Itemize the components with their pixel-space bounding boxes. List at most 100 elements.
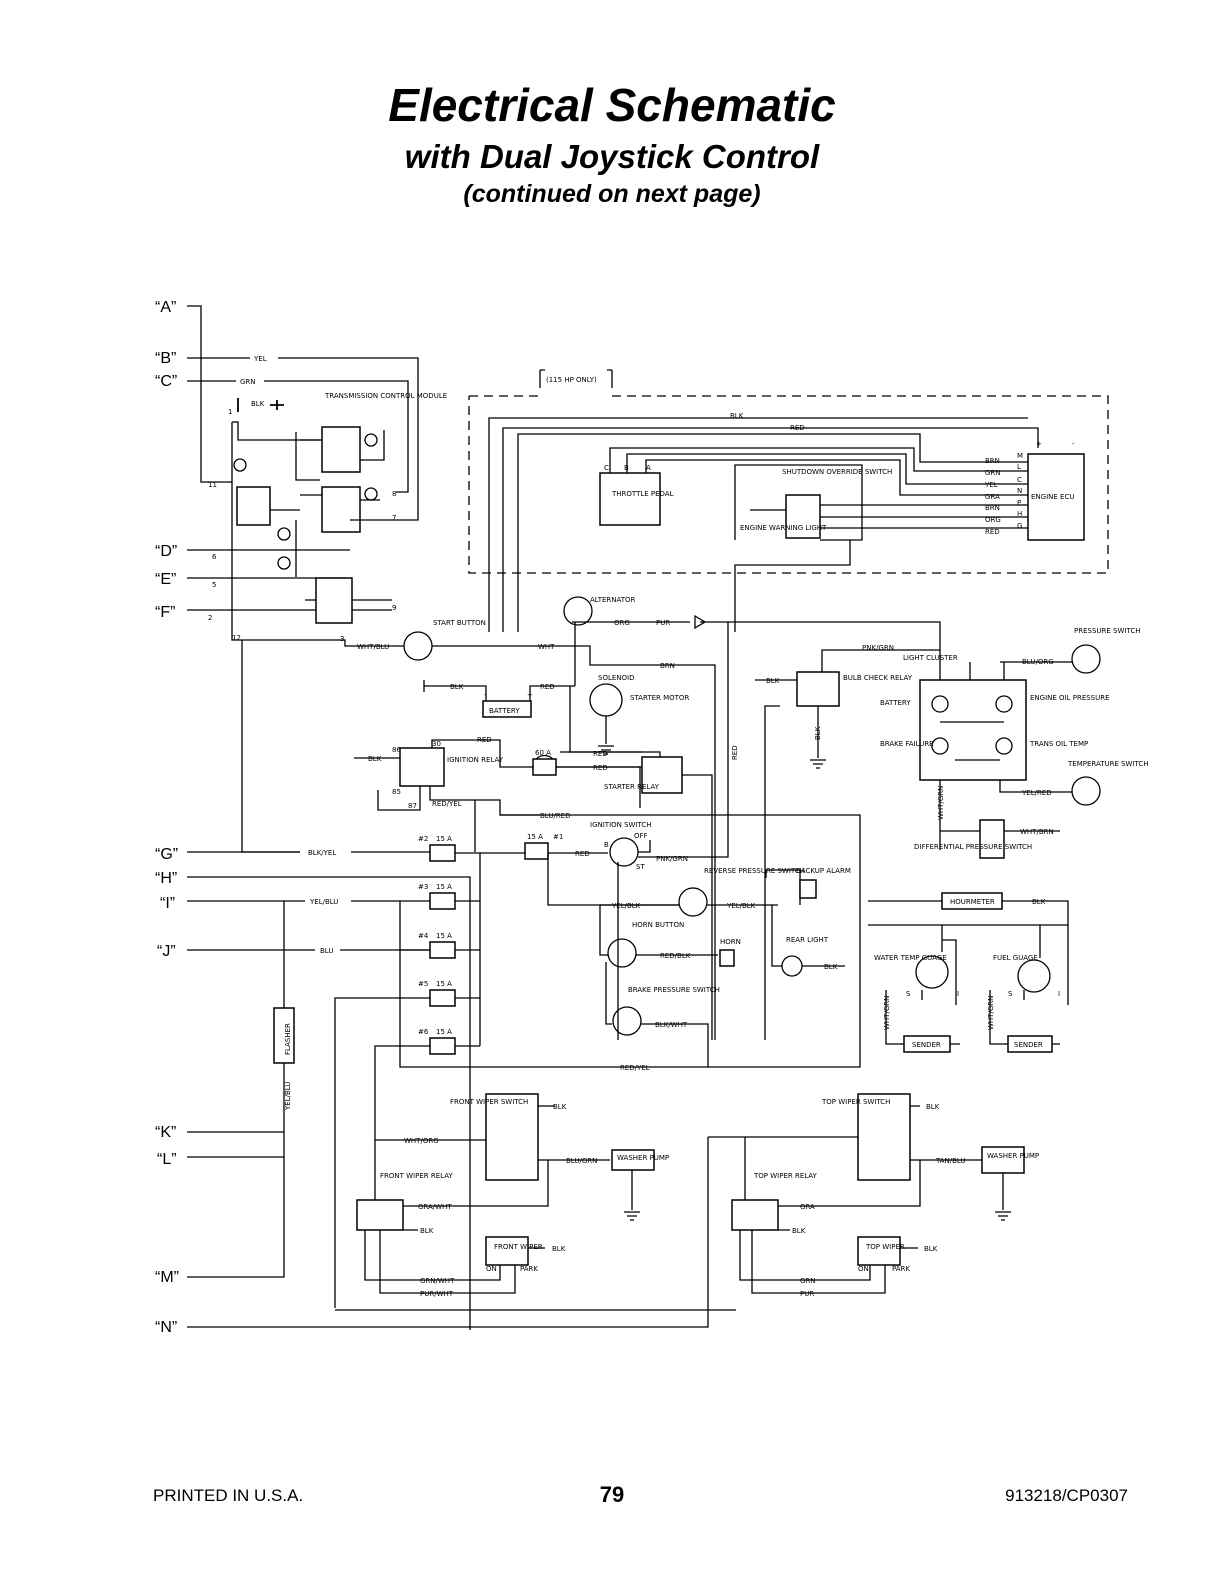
document-number: 913218/CP0307 bbox=[1005, 1486, 1128, 1505]
wire-label: PUR/WHT bbox=[420, 1290, 454, 1298]
top-wiper-relay-label: TOP WIPER RELAY bbox=[753, 1172, 818, 1180]
wire-label: BLU/RED bbox=[540, 812, 571, 820]
wire-label: BLU/GRN bbox=[566, 1157, 597, 1165]
fuse-6-rating: 15 A bbox=[436, 1028, 452, 1036]
pin-i: I bbox=[957, 990, 959, 998]
pin-5: 5 bbox=[212, 581, 216, 589]
ignition-st: ST bbox=[636, 863, 645, 871]
wire-label: ORG bbox=[614, 619, 630, 627]
horn-button-label: HORN BUTTON bbox=[632, 921, 684, 929]
wire-label: BRN bbox=[985, 504, 1000, 512]
ignition-switch-label: IGNITION SWITCH bbox=[590, 821, 652, 829]
wire-label: GRN bbox=[985, 469, 1001, 477]
wire-label: WHT/ORG bbox=[404, 1137, 439, 1145]
fuse-4-num: #4 bbox=[418, 932, 429, 940]
reverse-pressure-label: REVERSE PRESSURE SWITCH bbox=[704, 867, 805, 875]
wire-label: RED/BLK bbox=[660, 952, 691, 960]
ecu-pin-n: N bbox=[1017, 487, 1022, 495]
wire-label: PNK/GRN bbox=[656, 855, 688, 863]
left-wiring bbox=[187, 305, 709, 1330]
connector-h: “H” bbox=[155, 870, 177, 887]
wire-label: RED bbox=[540, 683, 555, 691]
connector-c: “C” bbox=[155, 373, 177, 390]
wire-label: PNK/GRN bbox=[862, 644, 894, 652]
wire-label: RED bbox=[985, 528, 1000, 536]
connector-n: “N” bbox=[155, 1319, 177, 1336]
alternator-label: ALTERNATOR bbox=[590, 596, 636, 604]
sender-1-label: SENDER bbox=[912, 1041, 941, 1049]
starter-relay-label: STARTER RELAY bbox=[604, 783, 660, 791]
pin-11: 11 bbox=[208, 481, 217, 489]
front-wiper-relay-label: FRONT WIPER RELAY bbox=[380, 1172, 453, 1180]
pin-6: 6 bbox=[212, 553, 217, 561]
starting-circuit: ALTERNATOR START BUTTON BATTERY - + SOLE… bbox=[352, 596, 941, 1040]
front-wiper-label: FRONT WIPER bbox=[494, 1243, 543, 1251]
ignition-switch-cluster: IGNITION SWITCH OFF ST B REVERSE PRESSUR… bbox=[590, 622, 851, 1067]
fuse-5-num: #5 bbox=[418, 980, 428, 988]
connector-f: “F” bbox=[155, 604, 175, 621]
battery-label: BATTERY bbox=[489, 707, 520, 715]
ecu-label: ENGINE ECU bbox=[1031, 493, 1074, 501]
fuel-gauge-label: FUEL GUAGE bbox=[993, 954, 1038, 962]
sender-2-label: SENDER bbox=[1014, 1041, 1043, 1049]
fuse-3-num: #3 bbox=[418, 883, 428, 891]
wire-label: WHT/GRN bbox=[987, 996, 995, 1030]
hourmeter-label: HOURMETER bbox=[950, 898, 995, 906]
continued-note: (continued on next page) bbox=[463, 180, 761, 208]
top-park: PARK bbox=[892, 1265, 910, 1273]
ecu-pin-m: M bbox=[1017, 452, 1023, 460]
ignition-relay-circuit: IGNITION RELAY 86 30 85 87 60 A STARTER … bbox=[354, 739, 713, 1040]
wire-label: BLK bbox=[450, 683, 464, 691]
pin-s: S bbox=[906, 990, 911, 998]
ecu-pin-l: L bbox=[1017, 463, 1021, 471]
ignition-pin-b: B bbox=[604, 841, 609, 849]
wire-label: BLK bbox=[553, 1103, 567, 1111]
engine-box-115hp: (115 HP ONLY) THROTTLE PEDAL C B A ENGIN… bbox=[468, 369, 1109, 632]
bulb-check-label: BULB CHECK RELAY bbox=[843, 674, 913, 682]
wire-label: RED/YEL bbox=[432, 800, 462, 808]
pressure-switch-label: PRESSURE SWITCH bbox=[1074, 627, 1140, 635]
footer-printed: PRINTED IN U.S.A. bbox=[153, 1486, 304, 1505]
pin-3: 3 bbox=[340, 635, 344, 643]
connector-b: “B” bbox=[155, 350, 176, 367]
wire-label: GRN/WHT bbox=[420, 1277, 455, 1285]
front-on: ON bbox=[486, 1265, 497, 1273]
relay-85: 85 bbox=[392, 788, 401, 796]
wire-label: GRA bbox=[985, 493, 1000, 501]
ecu-plus: + bbox=[1036, 440, 1042, 448]
diff-pressure-label: DIFFERENTIAL PRESSURE SWITCH bbox=[914, 843, 1032, 851]
connector-k: “K” bbox=[155, 1124, 176, 1141]
brake-pressure-label: BRAKE PRESSURE SWITCH bbox=[628, 986, 720, 994]
connector-d: “D” bbox=[155, 543, 177, 560]
ecu-pin-g: G bbox=[1017, 522, 1022, 530]
shutdown-label: SHUTDOWN OVERRIDE SWITCH bbox=[782, 468, 892, 476]
wire-label: YEL bbox=[253, 355, 267, 363]
fuse-2-num: #2 bbox=[418, 835, 428, 843]
top-wiper-label: TOP WIPER bbox=[865, 1243, 905, 1251]
wire-label: TAN/BLU bbox=[935, 1157, 966, 1165]
wire-label: BLK bbox=[926, 1103, 940, 1111]
ignition-off: OFF bbox=[634, 832, 648, 840]
hp-only-label: (115 HP ONLY) bbox=[546, 376, 597, 384]
gauges: HOURMETER WATER TEMP GUAGE FUEL GUAGE SE… bbox=[868, 892, 1069, 1053]
connector-m: “M” bbox=[155, 1269, 179, 1286]
ignition-relay-label: IGNITION RELAY bbox=[447, 756, 504, 764]
pin-i: I bbox=[1058, 990, 1060, 998]
transmission-control-module: TRANSMISSION CONTROL MODULE 1 11 8 7 6 5… bbox=[208, 392, 447, 643]
wire-label: GRA bbox=[800, 1203, 815, 1211]
wire-label: BLK bbox=[824, 963, 838, 971]
tcm-label: TRANSMISSION CONTROL MODULE bbox=[324, 392, 447, 400]
connector-labels: “A” “B” “C” “D” “E” “F” “G” “H” “I” “J” … bbox=[155, 299, 179, 1336]
relay-87: 87 bbox=[408, 802, 417, 810]
throttle-pin-c: C bbox=[604, 464, 609, 472]
wire-label: PUR bbox=[656, 619, 670, 627]
ecu-minus: - bbox=[1072, 440, 1075, 448]
wire-label: RED bbox=[477, 736, 492, 744]
wire-label: WHT/GRN bbox=[883, 996, 891, 1030]
wire-label: YEL/BLK bbox=[611, 902, 641, 910]
connector-a: “A” bbox=[155, 299, 176, 316]
pin-9: 9 bbox=[392, 604, 396, 612]
top-on: ON bbox=[858, 1265, 869, 1273]
ecu-pin-p: P bbox=[1017, 499, 1021, 507]
backup-alarm-label: BACKUP ALARM bbox=[796, 867, 851, 875]
